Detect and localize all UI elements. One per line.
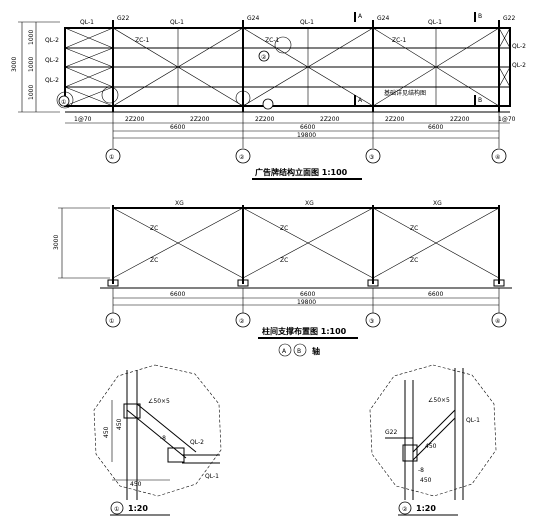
- bracing-top-label-3: XG: [433, 200, 442, 207]
- height-dim-2: 1000: [28, 57, 35, 72]
- bracing-top-label-2: XG: [305, 200, 314, 207]
- member-label-g: QL-2: [45, 77, 59, 84]
- detail2-text-3: 450: [420, 477, 432, 484]
- member-label-h: QL-2: [512, 43, 526, 50]
- total-height-dim: 3000: [11, 57, 18, 72]
- brace-label-2: ZC-1: [265, 37, 279, 44]
- span-dim-1: 6600: [170, 124, 185, 131]
- top-label-1: G22: [117, 15, 129, 22]
- detail1-text-1: QL-1: [205, 473, 219, 480]
- elev-axis-1: ①: [109, 154, 114, 161]
- detail2-label: ②: [402, 506, 408, 513]
- bracing-brace-3: ZC: [280, 225, 288, 232]
- total-dim: 19800: [297, 132, 316, 139]
- bracing-axis-note-b: B: [297, 348, 301, 355]
- member-label-d: QL-1: [428, 19, 442, 26]
- bracing-brace-1: ZC: [150, 225, 158, 232]
- elev-axis-2: ②: [239, 154, 245, 161]
- brace-axis-1: ①: [109, 318, 114, 325]
- callout-1: ①: [61, 99, 66, 106]
- detail1-scale: 1:20: [128, 504, 148, 513]
- detail-2: G22 QL-1 450 450 ∠50×5 -8 ② 1:20: [369, 364, 497, 516]
- bracing-brace-4: ZC: [280, 257, 288, 264]
- detail1-text-7: -8: [160, 435, 166, 442]
- bracing-span-3: 6600: [428, 291, 443, 298]
- detail1-label: ①: [114, 506, 119, 513]
- elevation-title: 广告牌结构立面图 1:100: [255, 167, 348, 177]
- detail1-text-6: ∠50×5: [148, 398, 170, 405]
- detail1-text-4: 450: [130, 481, 142, 488]
- bracing-title: 柱间支撑布置图 1:100: [262, 326, 347, 336]
- panel-dim-3: 2Z200: [255, 116, 275, 123]
- bracing-axis-note-a: A: [282, 348, 287, 355]
- detail2-scale: 1:20: [416, 504, 436, 513]
- foundation-note: 基础详见结构图: [384, 89, 426, 97]
- member-label-a: QL-1: [80, 19, 94, 26]
- section-mark-2: B: [478, 13, 482, 20]
- panel-dim-2: 2Z200: [190, 116, 210, 123]
- bracing-top-label-1: XG: [175, 200, 184, 207]
- detail-1: QL-1 QL-2 450 450 450 ∠50×5 -8 ① 1:20: [93, 364, 222, 516]
- top-label-3: G24: [377, 15, 389, 22]
- callout-2: ②: [261, 54, 267, 61]
- end-dim-left: 1@70: [74, 116, 92, 123]
- detail1-text-3: 450: [103, 426, 110, 438]
- bracing-span-1: 6600: [170, 291, 185, 298]
- section-mark-3: A: [358, 97, 363, 104]
- bracing-total: 19800: [297, 299, 316, 306]
- member-label-c: QL-1: [300, 19, 314, 26]
- elev-axis-3: ③: [369, 154, 374, 161]
- end-dim-right: 1@70: [498, 116, 516, 123]
- panel-dim-1: 2Z200: [125, 116, 145, 123]
- member-label-b: QL-1: [170, 19, 184, 26]
- section-mark-1: A: [358, 13, 363, 20]
- section-mark-4: B: [478, 97, 482, 104]
- member-label-i: QL-2: [512, 62, 526, 69]
- detail2-text-5: ∠50×5: [428, 397, 450, 404]
- bracing-brace-2: ZC: [150, 257, 158, 264]
- brace-axis-4: ④: [495, 318, 500, 325]
- detail2-text-6: -8: [418, 467, 424, 474]
- bracing-span-2: 6600: [300, 291, 315, 298]
- detail1-text-5: 450: [116, 418, 123, 430]
- height-dim-3: 1000: [28, 85, 35, 100]
- bracing-brace-6: ZC: [410, 257, 418, 264]
- detail2-text-1: G22: [385, 429, 397, 436]
- elev-axis-4: ④: [495, 154, 500, 161]
- panel-dim-5: 2Z200: [385, 116, 405, 123]
- detail2-text-2: QL-1: [466, 417, 480, 424]
- brace-label-3: ZC-1: [392, 37, 406, 44]
- bracing-view: 3000 XG XG XG ZC ZC ZC ZC ZC ZC 6600 660…: [53, 200, 512, 357]
- panel-dim-6: 2Z200: [450, 116, 470, 123]
- span-dim-2: 6600: [300, 124, 315, 131]
- height-dim-1: 1000: [28, 30, 35, 45]
- span-dim-3: 6600: [428, 124, 443, 131]
- top-label-4: G22: [503, 15, 515, 22]
- brace-axis-2: ②: [239, 318, 245, 325]
- bracing-height-dim: 3000: [53, 235, 60, 250]
- detail2-text-4: 450: [425, 443, 437, 450]
- panel-dim-4: 2Z200: [320, 116, 340, 123]
- elevation-view: 3000 1000 1000 1000: [11, 12, 526, 180]
- detail1-text-2: QL-2: [190, 439, 204, 446]
- member-label-f: QL-2: [45, 57, 59, 64]
- member-label-e: QL-2: [45, 37, 59, 44]
- brace-axis-3: ③: [369, 318, 374, 325]
- brace-label-1: ZC-1: [135, 37, 149, 44]
- bracing-axis-note-suffix: 轴: [312, 346, 320, 356]
- top-label-2: G24: [247, 15, 259, 22]
- bracing-brace-5: ZC: [410, 225, 418, 232]
